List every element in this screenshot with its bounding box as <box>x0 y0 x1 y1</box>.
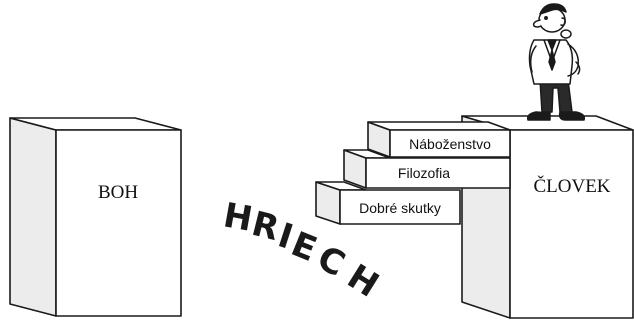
man-block: ČLOVEK <box>461 115 634 319</box>
god-block-front <box>55 129 182 317</box>
sin-label: H R I E C H <box>220 195 385 305</box>
step-2-front <box>365 157 511 189</box>
god-block-side <box>9 117 57 317</box>
sin-letter: H <box>340 257 385 306</box>
step-1-top <box>367 121 511 131</box>
god-block: BOH <box>9 117 182 317</box>
step-1-label: Náboženstvo <box>409 136 491 152</box>
man-label: ČLOVEK <box>533 175 610 197</box>
step-1-front <box>389 129 511 158</box>
god-label: BOH <box>98 182 138 203</box>
man-figure-icon <box>526 3 586 121</box>
step-2-label: Filozofia <box>398 165 450 181</box>
steps: Náboženstvo Filozofia Dobré skutky <box>315 121 511 225</box>
sin-letter: H <box>220 195 255 239</box>
step-3-front <box>339 189 461 225</box>
step-3-label: Dobré skutky <box>359 200 441 216</box>
man-block-front <box>509 129 634 319</box>
